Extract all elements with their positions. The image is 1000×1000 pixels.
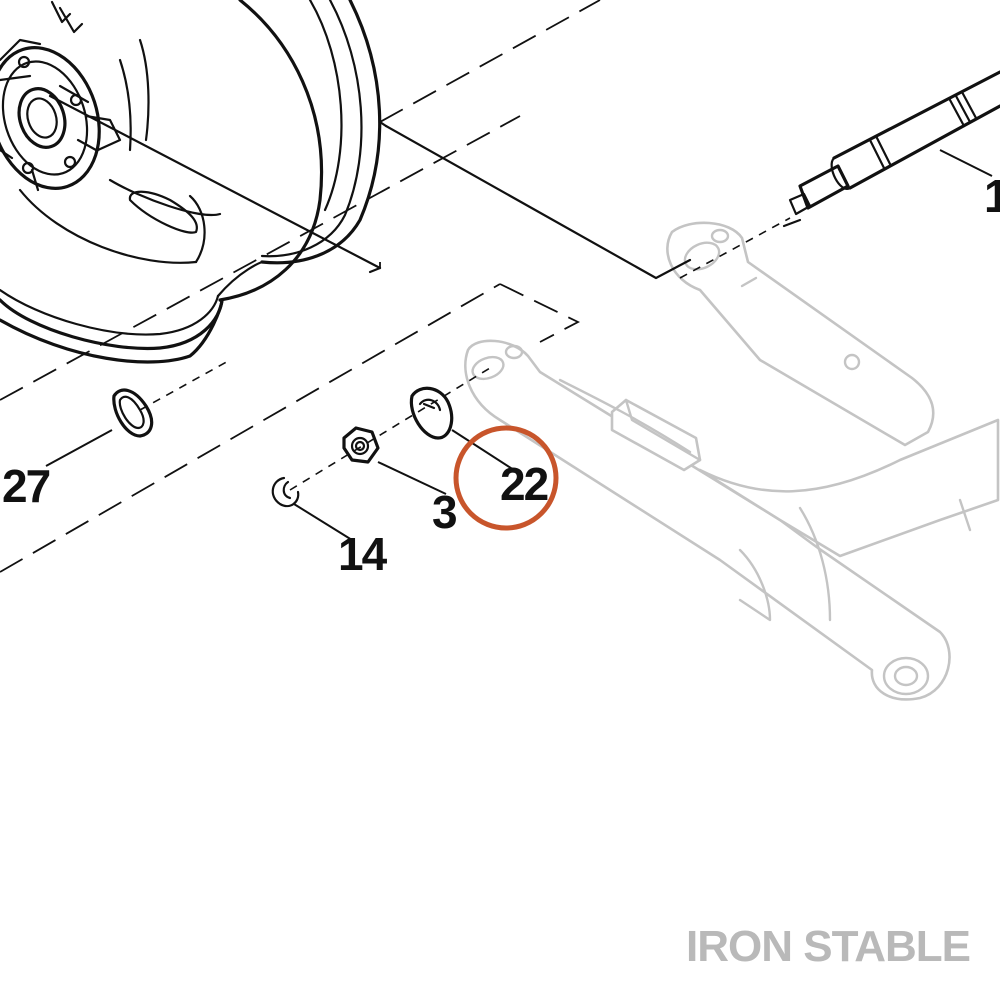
assembly-lines	[0, 0, 692, 573]
leader-lines	[45, 149, 993, 541]
watermark-text: IRON STABLE	[686, 922, 971, 971]
wheel-hub	[0, 38, 122, 192]
part-14-clip	[271, 476, 300, 508]
callout-14: 14	[338, 528, 388, 580]
callout-3: 3	[432, 486, 456, 538]
rear-axle	[679, 70, 1000, 279]
swingarm-ghost	[464, 221, 1000, 701]
callout-22: 22	[500, 458, 548, 510]
callout-1: 1	[984, 170, 1000, 222]
callout-27: 27	[2, 460, 50, 512]
rear-wheel	[0, 0, 382, 364]
part-22-washer	[409, 386, 454, 440]
part-27-spacer	[112, 388, 154, 438]
highlight-circle	[453, 425, 559, 531]
part-3-nut	[342, 426, 380, 464]
